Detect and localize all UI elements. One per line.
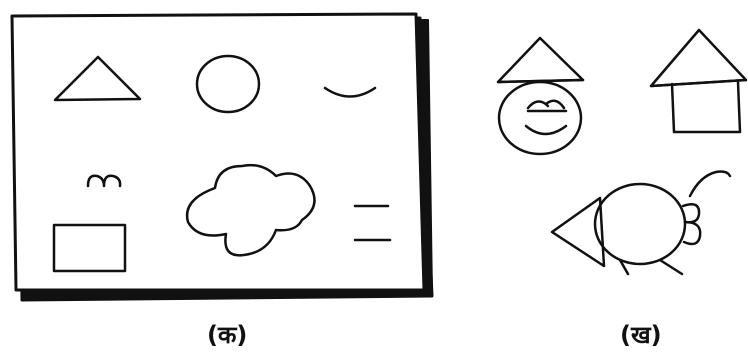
face-circle [499,82,581,154]
smile [526,126,566,134]
panel-a [12,14,432,300]
face-with-hat-icon [498,38,583,154]
creature-ear-bottom [684,222,700,244]
fish-like-creature-icon [552,172,730,275]
panel-b [498,30,746,274]
panel-b-caption: (ख) [620,318,662,351]
creature-body [595,184,685,264]
panel-a-border [12,14,424,290]
house-icon [651,30,746,132]
roof-base [651,80,746,86]
creature-leg-right [660,260,682,274]
roof-triangle [651,30,746,86]
panel-a-caption: (क) [207,318,247,351]
hat-triangle [498,38,583,82]
house-body [672,82,740,132]
creature-tail [690,172,730,197]
